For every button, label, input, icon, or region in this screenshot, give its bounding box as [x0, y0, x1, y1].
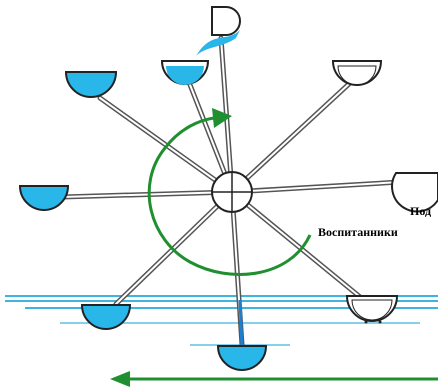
flow-arrow [110, 371, 438, 387]
caption-line-2: Воспитанники [318, 225, 398, 239]
bucket-full-bottom [216, 345, 268, 371]
bucket-filling [160, 60, 210, 85]
stick [238, 299, 244, 349]
bucket-empty-right [391, 172, 438, 213]
bucket-full-upper-left [64, 71, 118, 98]
caption-line-1: Под [410, 204, 432, 218]
rotation-arrow [147, 108, 312, 276]
top-bucket [196, 6, 241, 56]
bucket-full-left [18, 185, 70, 211]
wheel-hub [211, 171, 253, 213]
bucket-emptying-lower-right [345, 295, 399, 324]
bucket-full-lower-left [80, 304, 132, 330]
bucket-empty-upper-right [331, 60, 383, 86]
